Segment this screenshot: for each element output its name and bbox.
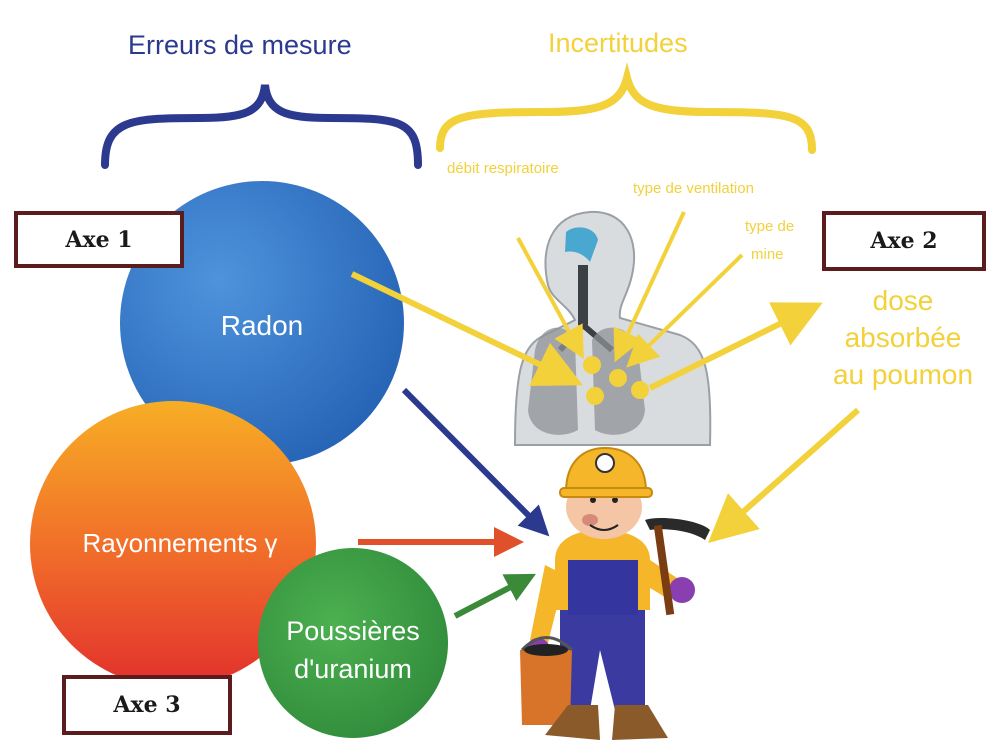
arrow-lungs-to-dose bbox=[648, 302, 823, 391]
measurement-errors-heading: Erreurs de mesure bbox=[128, 30, 352, 60]
uncertainties-heading: Incertitudes bbox=[548, 28, 688, 58]
mine-type-label-line1: type de bbox=[745, 218, 795, 235]
arrow-radon-to-miner bbox=[401, 387, 550, 537]
arrow-respiratory-rate bbox=[516, 237, 584, 360]
axe-1-box: Axe 1 bbox=[14, 211, 184, 268]
ventilation-type-label: type de ventilation bbox=[633, 180, 754, 197]
arrow-ventilation-type bbox=[613, 211, 686, 363]
radon-circle bbox=[120, 181, 404, 465]
axe-2-box: Axe 2 bbox=[822, 211, 986, 271]
uranium-dust-label-line1: Poussières bbox=[286, 616, 420, 646]
arrow-mine-type bbox=[626, 253, 744, 368]
arrow-dose-to-miner bbox=[708, 407, 860, 543]
measurement-errors-brace bbox=[101, 84, 422, 169]
dose-line3: au poumon bbox=[832, 359, 974, 390]
axe-3-box: Axe 3 bbox=[62, 675, 232, 735]
gamma-radiation-label: Rayonnements γ bbox=[82, 528, 278, 558]
axe-2-label: Axe 2 bbox=[870, 228, 938, 254]
lungs-illustration bbox=[513, 210, 712, 446]
uranium-dust-circle bbox=[258, 548, 448, 738]
miner-illustration bbox=[520, 446, 710, 740]
axe-1-label: Axe 1 bbox=[65, 226, 133, 253]
dose-line2: absorbée bbox=[844, 322, 962, 353]
radon-label: Radon bbox=[220, 310, 304, 341]
respiratory-rate-label: débit respiratoire bbox=[447, 160, 559, 177]
gamma-radiation-circle bbox=[30, 401, 316, 687]
uranium-dust-label: Poussières d'uranium bbox=[268, 612, 438, 688]
arrow-radon-to-lungs bbox=[350, 271, 583, 386]
axe-3-label: Axe 3 bbox=[113, 692, 181, 718]
dose-line1: dose bbox=[872, 285, 934, 316]
lung-absorbed-dose-label: dose absorbée au poumon bbox=[828, 282, 978, 393]
uranium-dust-label-line2: d'uranium bbox=[294, 654, 412, 684]
mine-type-label-line2: mine bbox=[751, 246, 784, 263]
arrow-dust-to-miner bbox=[453, 573, 536, 619]
uncertainties-brace bbox=[436, 62, 816, 154]
